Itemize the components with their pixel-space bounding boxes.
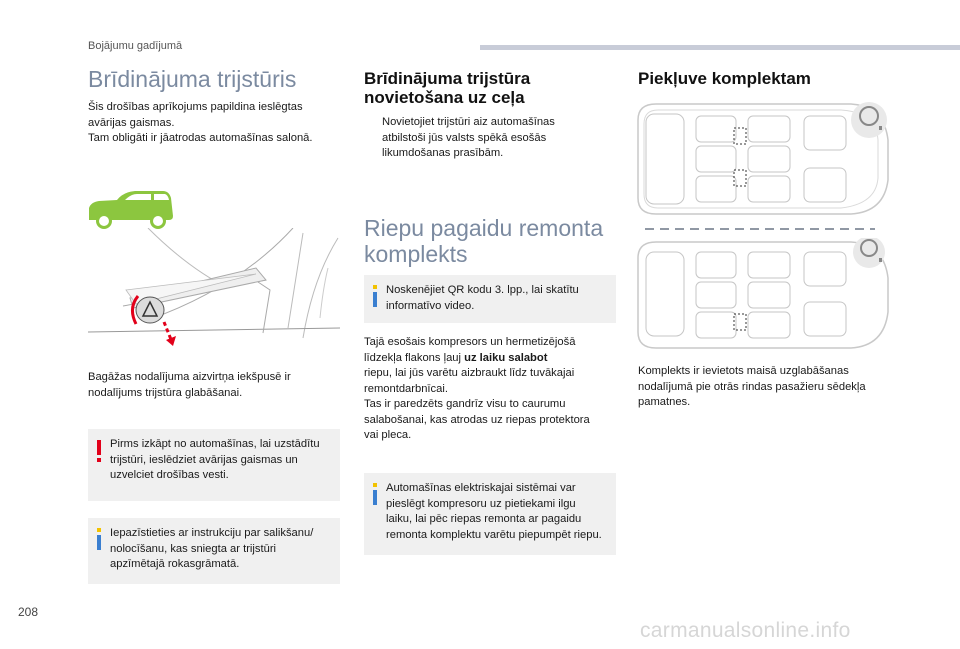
info-note-qr: Noskenējiet QR kodu 3. lpp., lai skatītu… xyxy=(364,275,616,323)
col3-heading: Piekļuve komplektam xyxy=(638,69,811,88)
repair-kit-description: Tajā esošais kompresors un hermetizējošā… xyxy=(364,336,590,441)
info-icon xyxy=(97,528,101,550)
dashed-divider xyxy=(645,228,875,230)
col3-caption: Komplekts ir ievietots maisā uzglabāšana… xyxy=(638,365,866,408)
col2-heading: Brīdinājuma trijstūra novietošana uz ceļ… xyxy=(364,69,531,107)
col1-intro: Šis drošības aprīkojums papildina ieslēg… xyxy=(88,101,313,144)
section-title: Bojājumu gadījumā xyxy=(88,40,183,52)
watermark: carmanualsonline.info xyxy=(640,619,851,642)
header-bar xyxy=(480,45,960,50)
car-top-view-lhd-illustration xyxy=(637,102,889,215)
info-icon xyxy=(373,483,377,505)
trunk-compartment-illustration xyxy=(88,228,340,346)
info-note-assembly: Iepazīstieties ar instrukciju par salikš… xyxy=(88,518,340,584)
col1-caption: Bagāžas nodalījuma aizvirtņa iekšpusē ir… xyxy=(88,371,291,399)
warning-note: Pirms izkāpt no automašīnas, lai uzstādī… xyxy=(88,429,340,501)
warning-exclamation-icon xyxy=(97,440,101,462)
info-note-compressor: Automašīnas elektriskajai sistēmai var p… xyxy=(364,473,616,555)
page-number: 208 xyxy=(18,605,39,619)
col1-heading: Brīdinājuma trijstūris xyxy=(88,66,297,92)
info-icon xyxy=(373,285,377,307)
bullet-arrow-icon xyxy=(364,115,374,162)
placement-bullet: Novietojiet trijstūri aiz automašīnas at… xyxy=(364,115,614,162)
col2-heading-repair-kit: Riepu pagaidu remonta komplekts xyxy=(364,215,604,267)
car-top-view-rhd-illustration xyxy=(637,238,889,349)
car-icon xyxy=(89,191,173,229)
